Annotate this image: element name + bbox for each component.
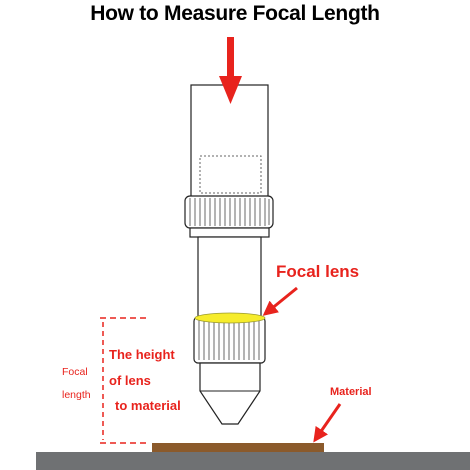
arrow-down-icon bbox=[219, 37, 242, 104]
focal-lens-pointer bbox=[262, 286, 298, 316]
focal-length-label-line2: length bbox=[62, 389, 91, 401]
middle-tube bbox=[197, 236, 262, 318]
height-label-line2: of lens bbox=[109, 373, 151, 388]
diagram-title: How to Measure Focal Length bbox=[90, 2, 380, 25]
inner-lens-outline bbox=[199, 155, 262, 194]
height-label-line3: to material bbox=[115, 398, 181, 413]
material-label: Material bbox=[330, 386, 372, 398]
upper-tube bbox=[190, 84, 269, 199]
upper-knurled-ring bbox=[184, 195, 274, 229]
material-pointer bbox=[313, 403, 342, 443]
focal-lens-label: Focal lens bbox=[276, 262, 360, 281]
material-plate bbox=[152, 443, 324, 452]
lower-knurled-ring bbox=[193, 316, 266, 364]
focal-length-label-line1: Focal bbox=[62, 366, 88, 378]
focal-lens-disc bbox=[194, 312, 266, 324]
nozzle bbox=[199, 362, 261, 425]
table-surface bbox=[36, 452, 470, 470]
height-label-line1: The height bbox=[109, 347, 175, 362]
upper-collar bbox=[189, 227, 270, 238]
